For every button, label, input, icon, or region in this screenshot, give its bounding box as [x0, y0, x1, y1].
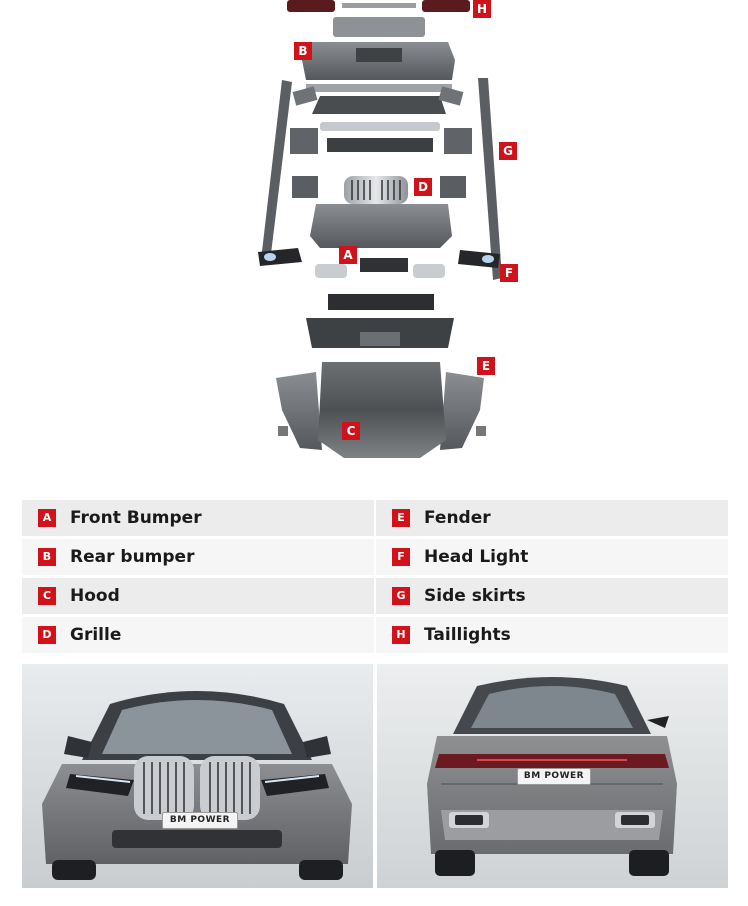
legend-label: Fender	[424, 508, 491, 528]
legend-row: C Hood G Side skirts	[22, 578, 728, 614]
front-view-photo: BM POWER	[22, 664, 373, 888]
legend-cell: A Front Bumper	[22, 500, 374, 536]
legend-badge: D	[38, 626, 56, 644]
hood-part	[318, 362, 446, 458]
legend-cell: D Grille	[22, 617, 374, 653]
legend-badge: F	[392, 548, 410, 566]
legend-label: Rear bumper	[70, 547, 195, 567]
legend-cell: E Fender	[376, 500, 728, 536]
rear-diffuser-part	[312, 96, 446, 114]
badge-f: F	[500, 264, 518, 282]
badge-d: D	[414, 178, 432, 196]
legend-badge: G	[392, 587, 410, 605]
badge-a: A	[339, 246, 357, 264]
side-skirts-part	[261, 78, 502, 280]
legend-row: B Rear bumper F Head Light	[22, 539, 728, 575]
badge-e: E	[477, 357, 495, 375]
taillights-part	[287, 0, 470, 12]
rear-license-plate: BM POWER	[517, 768, 591, 785]
parts-illustration	[258, 0, 502, 458]
legend-label: Taillights	[424, 625, 511, 645]
legend-cell: C Hood	[22, 578, 374, 614]
legend-cell: B Rear bumper	[22, 539, 374, 575]
car-photos: BM POWER	[22, 664, 728, 888]
legend-label: Front Bumper	[70, 508, 202, 528]
badge-c: C	[342, 422, 360, 440]
legend-cell: H Taillights	[376, 617, 728, 653]
legend-badge: B	[38, 548, 56, 566]
front-license-plate: BM POWER	[162, 812, 238, 829]
front-car-illustration	[22, 664, 373, 888]
legend-badge: E	[392, 509, 410, 527]
front-bumper-part	[310, 204, 452, 272]
parts-legend: A Front Bumper E Fender B Rear bumper F …	[22, 500, 728, 656]
badge-g: G	[499, 142, 517, 160]
legend-cell: F Head Light	[376, 539, 728, 575]
badge-b: B	[294, 42, 312, 60]
legend-label: Hood	[70, 586, 120, 606]
legend-label: Grille	[70, 625, 122, 645]
legend-badge: A	[38, 509, 56, 527]
rear-view-photo: BM POWER	[377, 664, 728, 888]
fender-part	[276, 372, 486, 450]
legend-badge: H	[392, 626, 410, 644]
badge-h: H	[473, 0, 491, 18]
rear-bumper-part	[302, 42, 455, 92]
trunk-trim-part	[333, 17, 425, 37]
legend-cell: G Side skirts	[376, 578, 728, 614]
legend-row: A Front Bumper E Fender	[22, 500, 728, 536]
legend-row: D Grille H Taillights	[22, 617, 728, 653]
head-light-part	[258, 248, 500, 268]
legend-label: Head Light	[424, 547, 529, 567]
legend-badge: C	[38, 587, 56, 605]
parts-diagram: H B G D A F E C	[258, 0, 518, 458]
legend-label: Side skirts	[424, 586, 526, 606]
